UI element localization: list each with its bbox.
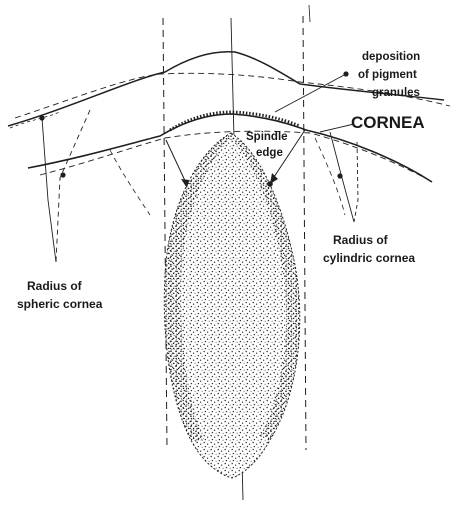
spheric-focus-dot-lower	[60, 172, 65, 177]
left-construction-line	[110, 150, 150, 215]
cornea-leader-line	[320, 124, 354, 132]
cylindric-focus-dot	[337, 173, 342, 178]
spindle-edge-dot	[267, 181, 273, 187]
spindle-body	[164, 133, 299, 478]
cylindric-radius-line-2	[354, 142, 358, 222]
label-radius-spheric-line2: spheric cornea	[17, 297, 103, 311]
deposition-leader-dot	[343, 71, 348, 76]
label-spindle-line2: edge	[256, 147, 283, 159]
deposition-leader-line	[275, 74, 346, 112]
arrow-left-edge	[166, 140, 187, 185]
spheric-focus-dot-upper	[39, 115, 44, 120]
label-spindle-line1: Spindle	[246, 131, 288, 143]
label-cornea: CORNEA	[351, 113, 425, 132]
outer-cornea-left-tail	[10, 112, 60, 128]
spheric-radius-line-2	[56, 110, 90, 262]
label-deposition-line3: granules	[372, 87, 420, 99]
label-deposition-line1: deposition	[362, 51, 420, 63]
label-deposition-line2: of pigment	[358, 69, 417, 81]
label-radius-cylindric-line2: cylindric cornea	[323, 251, 415, 265]
spheric-radius-line-1	[42, 118, 56, 262]
label-radius-spheric-line1: Radius of	[27, 279, 83, 293]
vertical-guide-top-tick	[309, 5, 310, 22]
label-radius-cylindric-line1: Radius of	[333, 233, 389, 247]
vertical-guide-right-dashed	[303, 16, 306, 450]
vertical-guide-left-dashed	[163, 18, 167, 450]
